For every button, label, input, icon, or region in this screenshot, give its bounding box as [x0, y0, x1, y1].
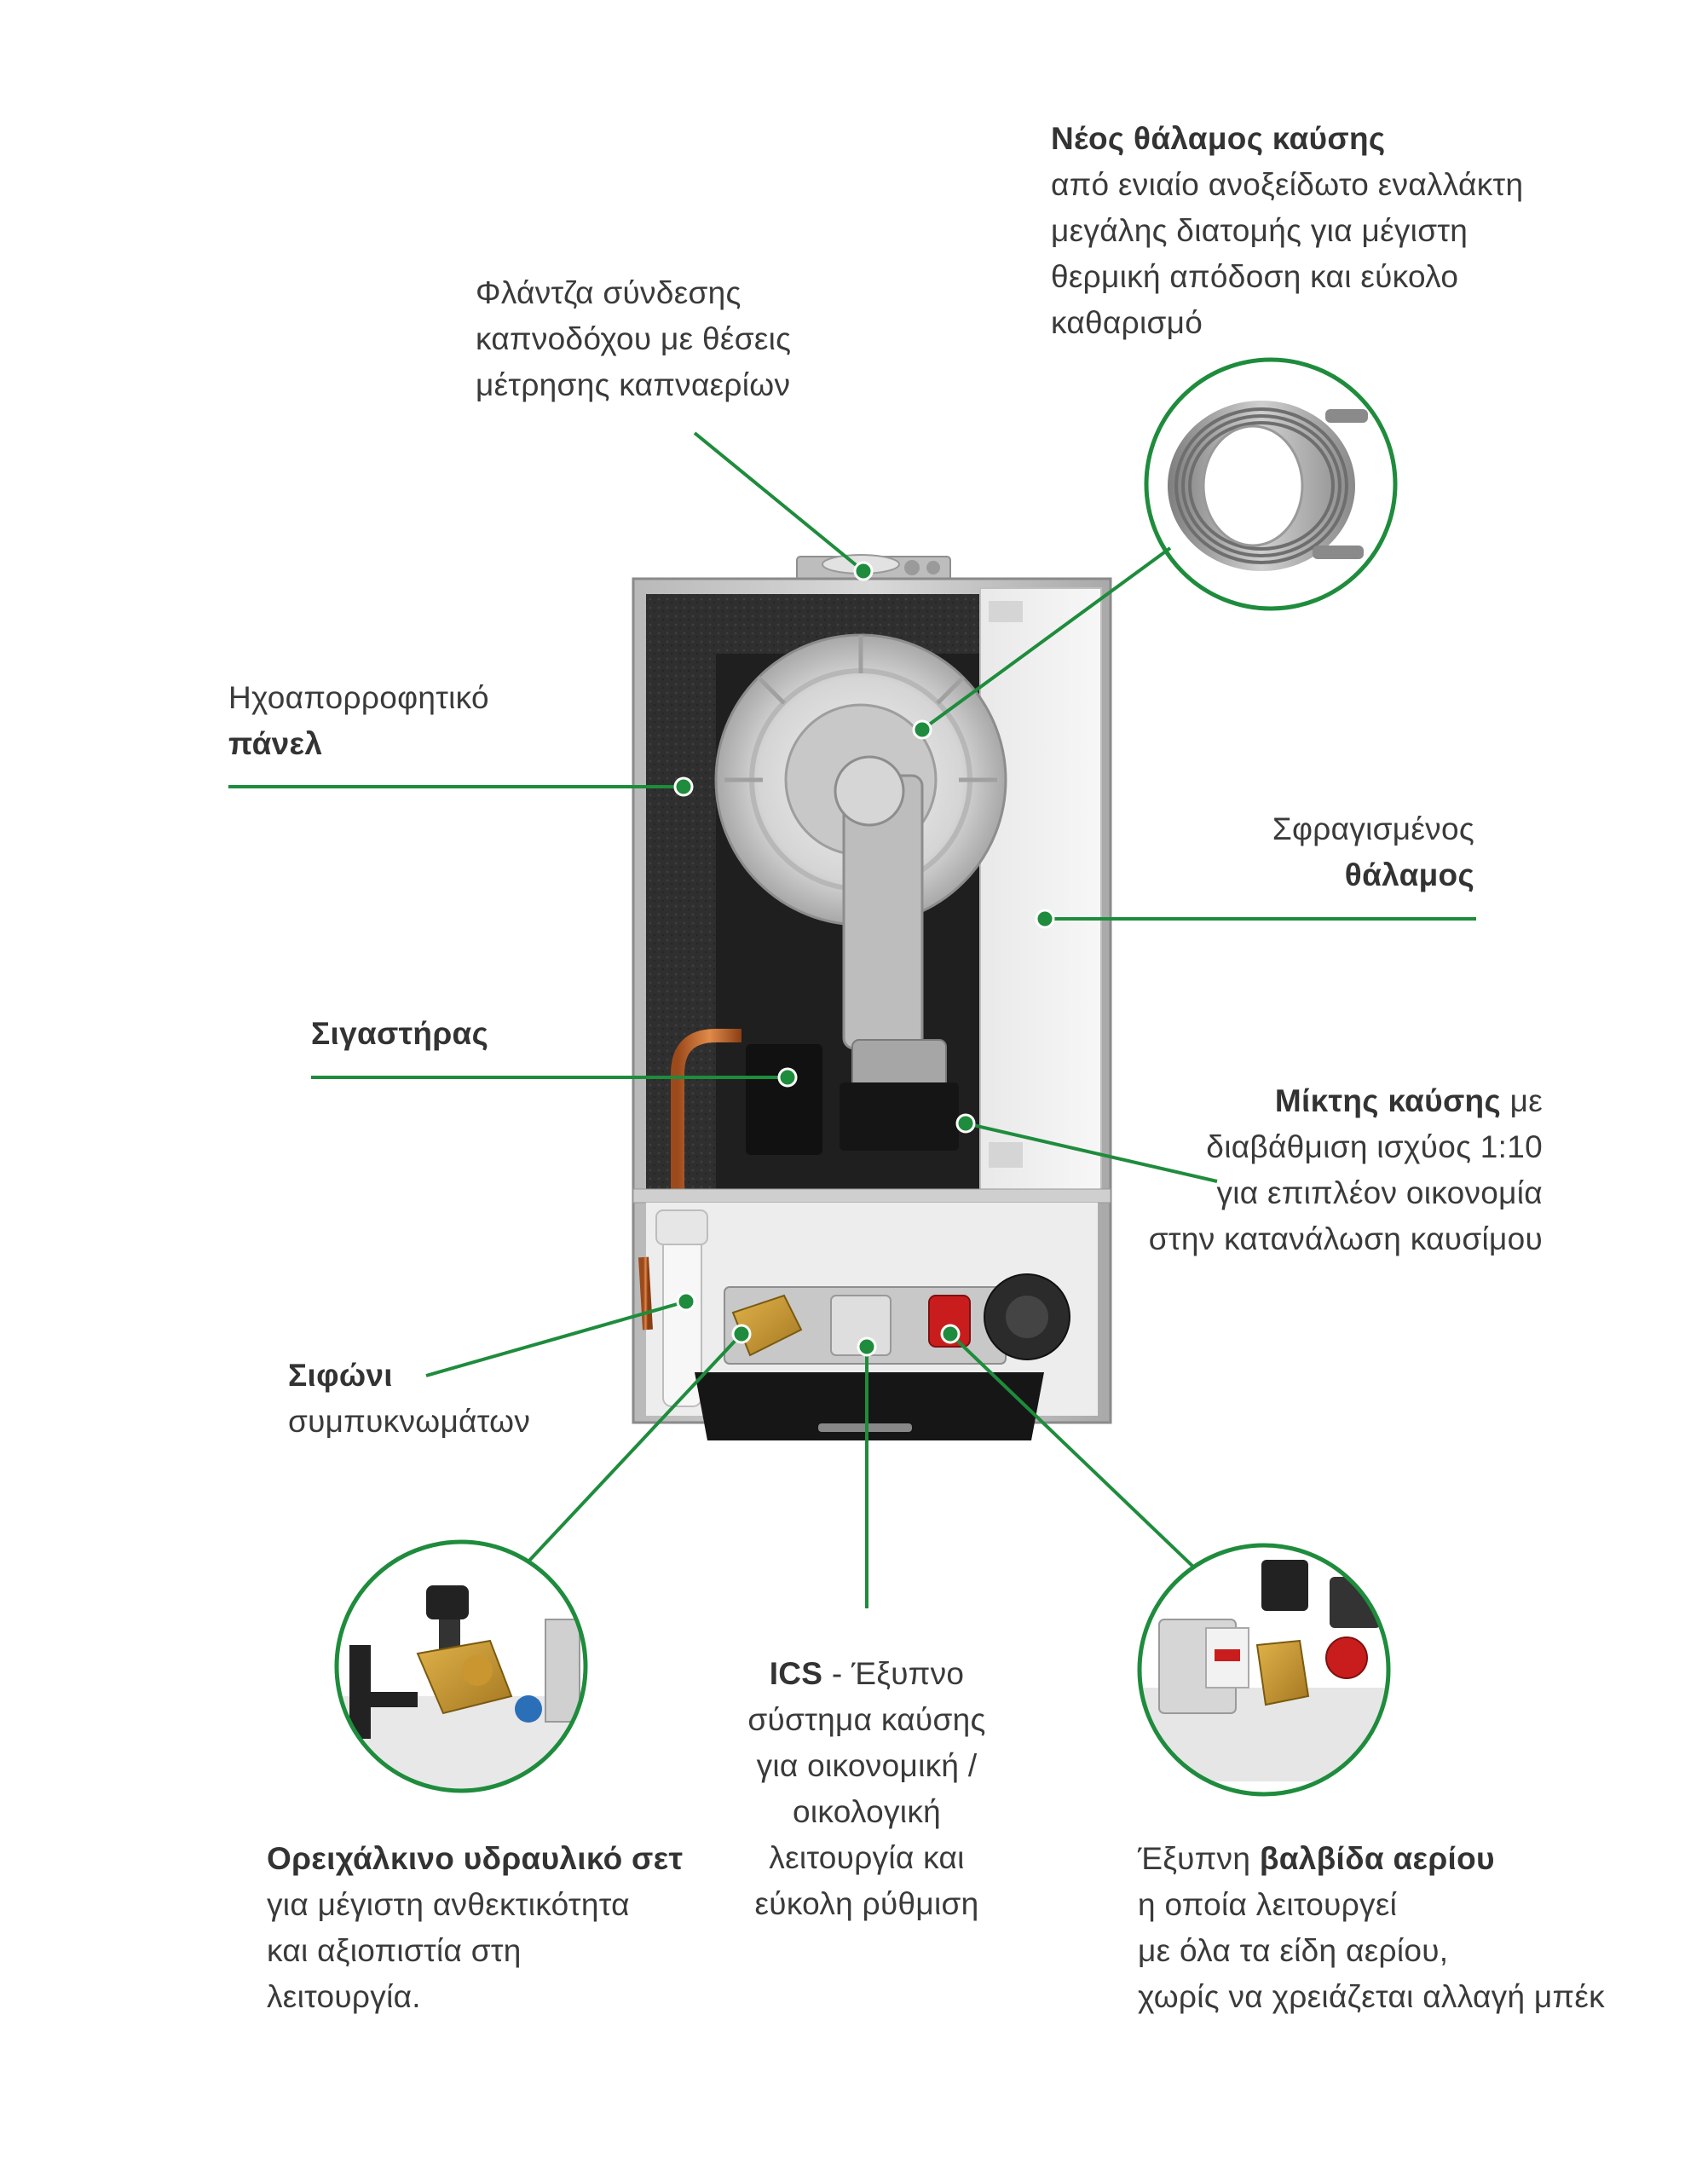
callout-mixer-title: Μίκτης καύσης	[1274, 1083, 1501, 1118]
callout-ics-line: οικολογική	[792, 1794, 942, 1829]
callout-chamber-line: θερμική απόδοση και εύκολο	[1051, 259, 1459, 294]
callout-sealed-line: Σφραγισμένος	[1272, 811, 1474, 846]
callout-panel: Ηχοαπορροφητικό πάνελ	[228, 675, 489, 767]
callout-silencer-title: Σιγαστήρας	[311, 1016, 489, 1051]
callout-ics-title: ICS	[769, 1656, 823, 1691]
callout-ics-line: λειτουργία και	[769, 1840, 965, 1875]
callout-flange-line: καπνοδόχου με θέσεις	[476, 321, 792, 356]
callout-flange-line: μέτρησης καπναερίων	[476, 367, 791, 402]
callout-dots	[673, 561, 1055, 1357]
callout-silencer: Σιγαστήρας	[311, 1011, 488, 1057]
brass-set-zoom	[334, 1539, 588, 1793]
callout-chamber: Νέος θάλαμος καύσης από ενιαίο ανοξείδωτ…	[1051, 116, 1523, 346]
callout-sealed-title: θάλαμος	[1344, 857, 1474, 892]
callout-brass: Ορειχάλκινο υδραυλικό σετ για μέγιστη αν…	[267, 1836, 683, 2020]
callout-sealed: Σφραγισμένος θάλαμος	[1176, 806, 1474, 898]
callout-chamber-title: Νέος θάλαμος καύσης	[1051, 121, 1386, 156]
callout-siphon: Σιφώνι συμπυκνωμάτων	[288, 1353, 530, 1445]
callout-ics-line: σύστημα καύσης	[747, 1702, 986, 1737]
callout-gasvalve-title: βαλβίδα αερίου	[1259, 1841, 1495, 1876]
callout-lines	[228, 431, 1476, 1608]
callout-chamber-line: μεγάλης διατομής για μέγιστη	[1051, 213, 1469, 248]
callout-siphon-line: συμπυκνωμάτων	[288, 1404, 531, 1439]
callout-panel-title: πάνελ	[228, 726, 323, 761]
callout-gasvalve-line: η οποία λειτουργεί	[1138, 1887, 1398, 1922]
callout-mixer-line: για επιπλέον οικονομία	[1216, 1175, 1543, 1210]
callout-gasvalve-line: χωρίς να χρειάζεται αλλαγή μπέκ	[1138, 1979, 1605, 2014]
callout-brass-line: λειτουργία.	[267, 1979, 421, 2014]
callout-brass-title: Ορειχάλκινο υδραυλικό σετ	[267, 1841, 684, 1876]
callout-mixer: Μίκτης καύσης με διαβάθμιση ισχύος 1:10 …	[1125, 1078, 1543, 1262]
callout-gasvalve-prefix: Έξυπνη	[1138, 1841, 1260, 1876]
callout-mixer-line: διαβάθμιση ισχύος 1:10	[1206, 1129, 1543, 1164]
callout-ics-line: για οικονομική /	[756, 1748, 978, 1783]
callout-gasvalve-line: με όλα τα είδη αερίου,	[1138, 1933, 1449, 1968]
callout-flange: Φλάντζα σύνδεσης καπνοδόχου με θέσεις μέ…	[476, 270, 791, 408]
heat-exchanger-zoom	[1144, 357, 1398, 611]
callout-gasvalve: Έξυπνη βαλβίδα αερίου η οποία λειτουργεί…	[1138, 1836, 1605, 2020]
callout-ics: ICS - Έξυπνο σύστημα καύσης για οικονομι…	[735, 1651, 999, 1927]
callout-ics-line: εύκολη ρύθμιση	[754, 1886, 979, 1921]
callout-chamber-line: καθαρισμό	[1051, 305, 1203, 340]
callout-chamber-line: από ενιαίο ανοξείδωτο εναλλάκτη	[1051, 167, 1524, 202]
callout-ics-title-suffix: - Έξυπνο	[822, 1656, 965, 1691]
callout-flange-line: Φλάντζα σύνδεσης	[476, 275, 741, 310]
callout-panel-line: Ηχοαπορροφητικό	[228, 680, 489, 715]
callout-siphon-title: Σιφώνι	[288, 1358, 393, 1393]
callout-brass-line: για μέγιστη ανθεκτικότητα	[267, 1887, 630, 1922]
gas-valve-zoom	[1137, 1543, 1391, 1797]
callout-mixer-title-suffix: με	[1501, 1083, 1543, 1118]
callout-brass-line: και αξιοπιστία στη	[267, 1933, 522, 1968]
boiler-body	[632, 554, 1112, 1440]
callout-mixer-line: στην κατανάλωση καυσίμου	[1148, 1221, 1543, 1256]
